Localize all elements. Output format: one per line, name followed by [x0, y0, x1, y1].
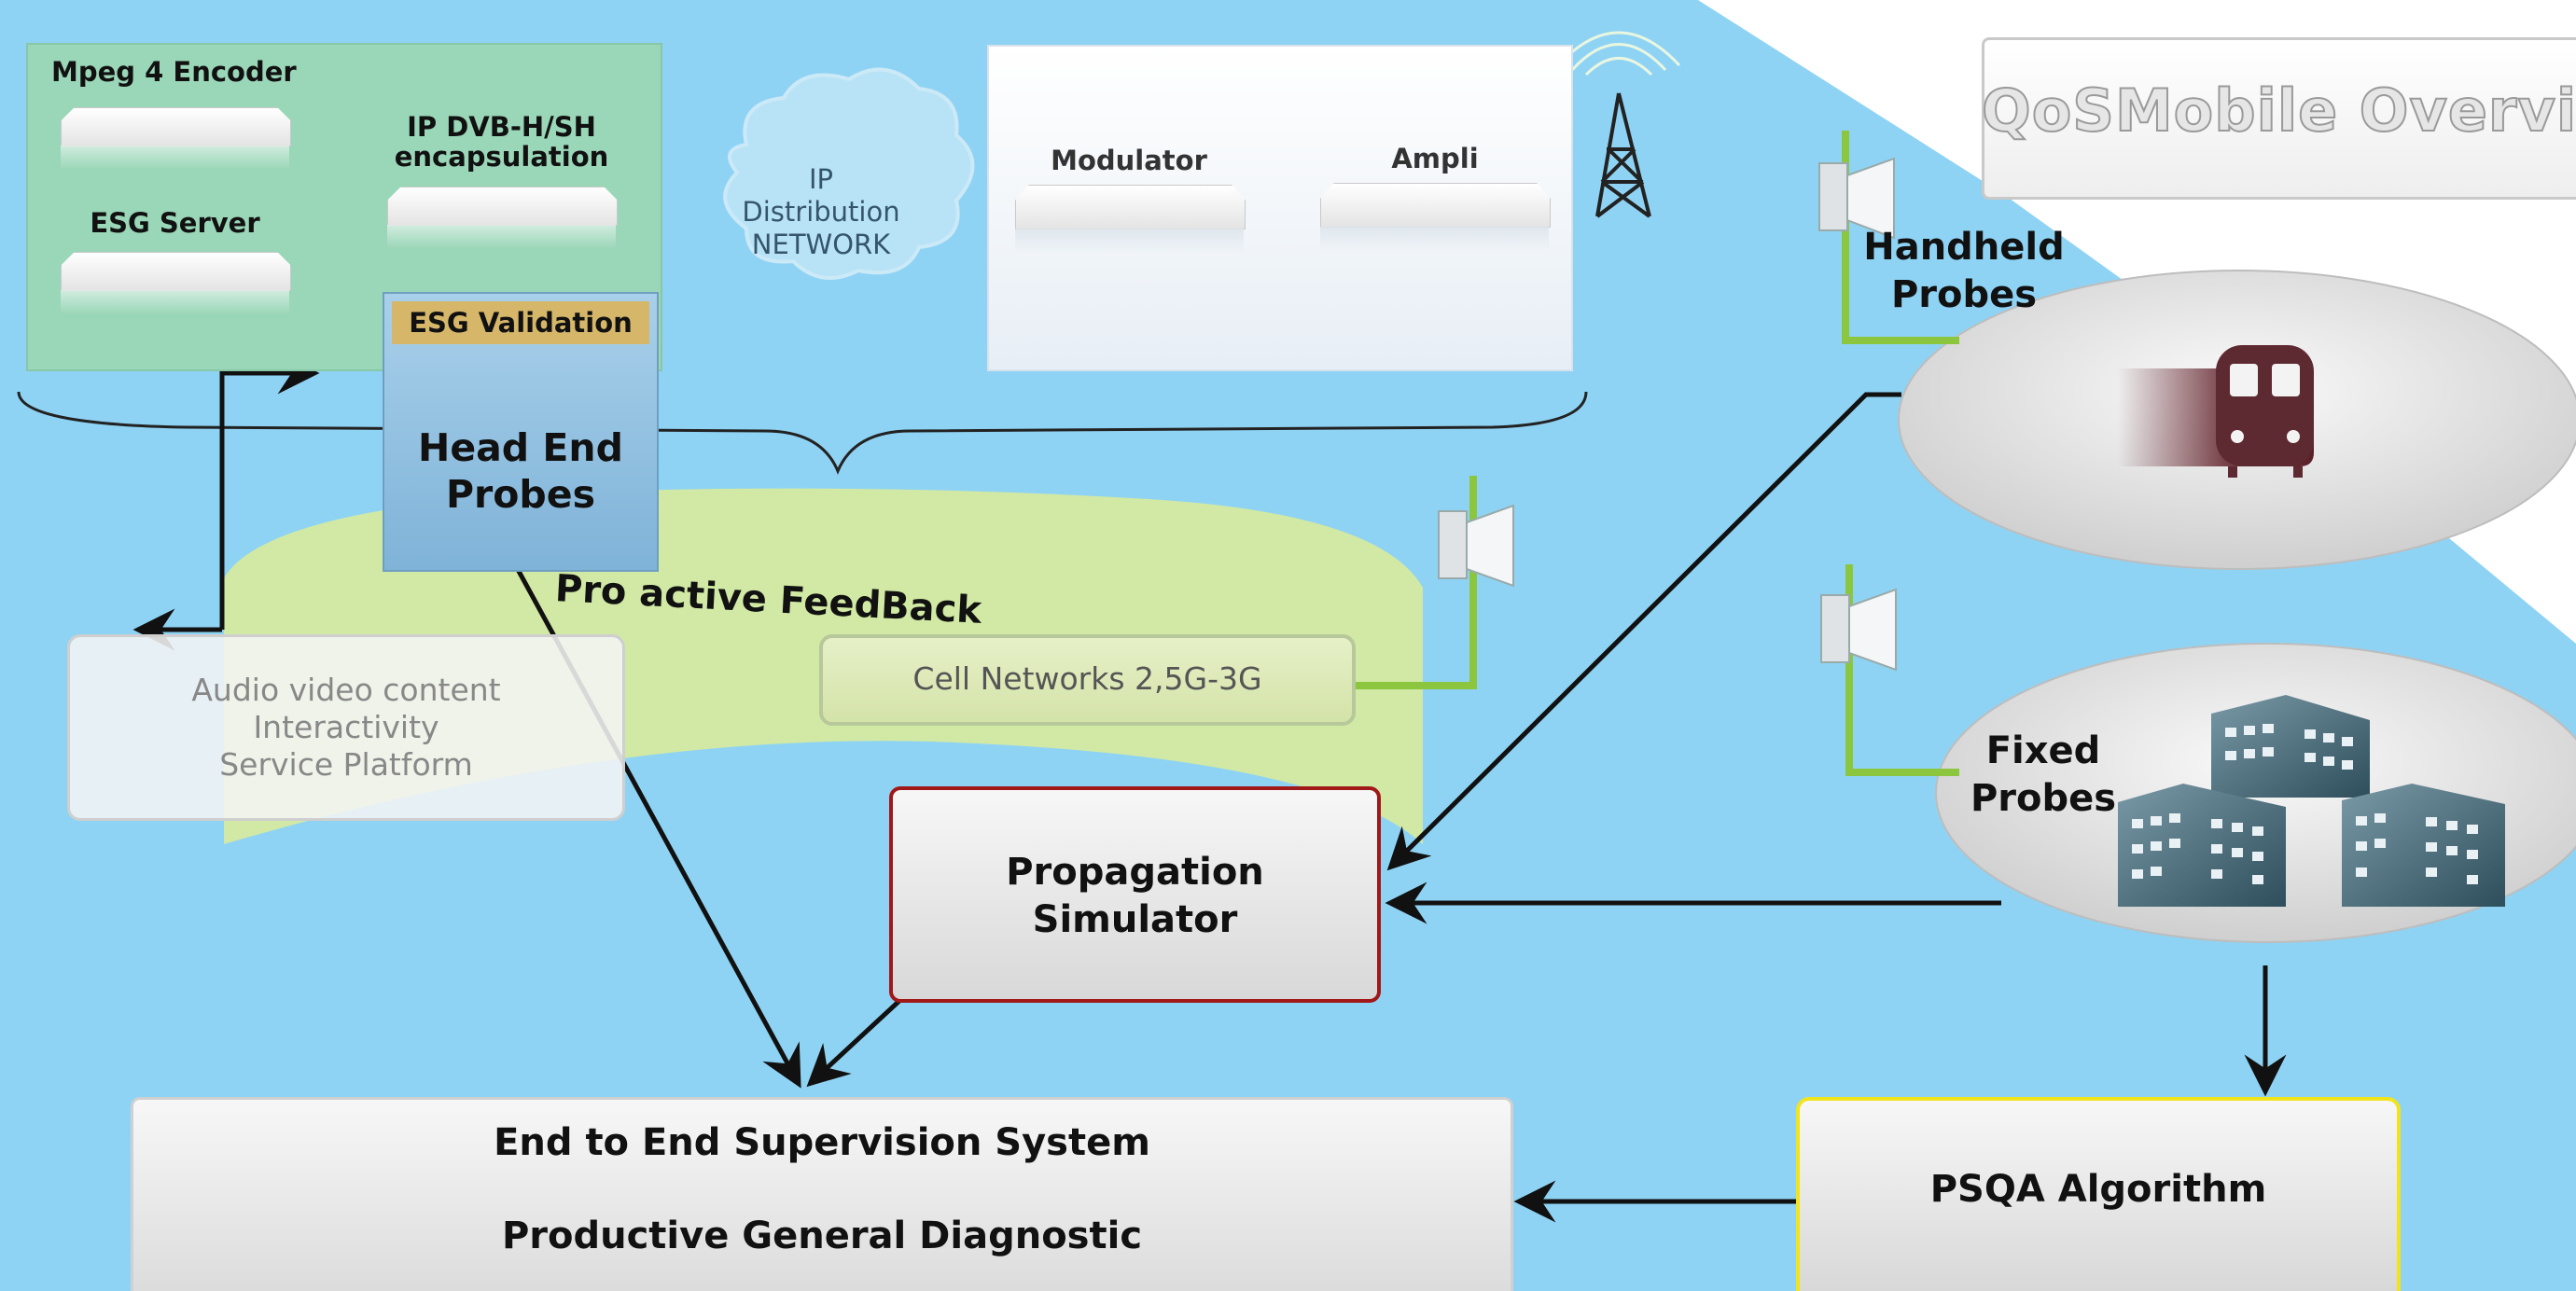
modulator-device — [1015, 185, 1246, 229]
ip-dvb-encapsulation-reflection — [387, 225, 616, 249]
cell-networks-label: Cell Networks 2,5G-3G — [912, 660, 1262, 697]
esg-server-device — [61, 252, 291, 291]
cell-networks-box — [819, 634, 1356, 726]
psqa-algorithm-box — [1796, 1097, 2401, 1291]
modulator-reflection — [1015, 229, 1244, 253]
mpeg-encoder-label: Mpeg 4 Encoder — [51, 56, 297, 88]
fixed-probes-line2: Probes — [1970, 777, 2117, 820]
esg-server-reflection — [61, 290, 289, 314]
fixed-probes-label: Fixed Probes — [1945, 728, 2141, 823]
head-end-probes-label: Head End Probes — [383, 424, 659, 518]
service-platform-line1: Audio video content — [191, 672, 501, 708]
psqa-algorithm-label: PSQA Algorithm — [1929, 1168, 2267, 1211]
handheld-probes-line2: Probes — [1890, 273, 2038, 316]
ip-dvb-encapsulation-label: IP DVB-H/SH encapsulation — [394, 111, 609, 173]
propagation-simulator-line1: Propagation — [1006, 851, 1264, 894]
probe-antenna-icon — [1353, 476, 1514, 689]
connector-handheld-to-propagation — [1386, 392, 1901, 871]
head-end-probes-line1: Head End — [418, 425, 623, 470]
service-platform-box — [67, 634, 625, 821]
propagation-simulator-box — [889, 786, 1381, 1003]
service-platform-label: Audio video content Interactivity Servic… — [67, 672, 625, 784]
connector-propagation-to-supervision — [806, 998, 902, 1088]
supervision-system-box — [131, 1097, 1513, 1291]
esg-validation-badge — [392, 301, 649, 344]
esg-validation-label: ESG Validation — [409, 307, 633, 339]
service-platform-line2: Interactivity — [253, 709, 439, 745]
service-platform-line3: Service Platform — [219, 746, 473, 783]
ip-distribution-label: IP Distribution NETWORK — [709, 163, 933, 261]
probe-antenna-icon — [1818, 131, 1959, 344]
antenna-tower-icon — [1556, 31, 1681, 218]
ip-distribution-line3: NETWORK — [751, 229, 891, 260]
ampli-reflection — [1320, 227, 1549, 251]
handheld-probes-line1: Handheld — [1863, 226, 2065, 269]
ip-distribution-line1: IP — [808, 163, 834, 195]
propagation-simulator-line2: Simulator — [1032, 898, 1238, 941]
handheld-probes-label: Handheld Probes — [1852, 224, 2076, 319]
headend-brace — [17, 391, 1588, 475]
ip-distribution-line2: Distribution — [742, 196, 900, 228]
train-icon — [2118, 345, 2314, 478]
head-end-probes-line2: Probes — [446, 472, 595, 517]
fixed-probes-line1: Fixed — [1985, 729, 2101, 772]
cloud-icon — [723, 67, 975, 280]
propagation-simulator-label: Propagation Simulator — [889, 849, 1381, 944]
ampli-label: Ampli — [1391, 143, 1479, 174]
esg-server-label: ESG Server — [90, 207, 260, 239]
modulator-label: Modulator — [1051, 145, 1207, 176]
title-box — [1982, 37, 2576, 200]
supervision-system-line2: Productive General Diagnostic — [501, 1215, 1143, 1257]
ip-dvb-encapsulation-device — [387, 187, 618, 226]
supervision-system-line1: End to End Supervision System — [494, 1121, 1150, 1164]
probe-antenna-icon — [1820, 564, 1959, 776]
ampli-device — [1320, 183, 1551, 228]
buildings-icon — [2118, 695, 2505, 907]
page-title: QoSMobile Overview — [1981, 76, 2576, 146]
connector-headend-loop — [219, 352, 320, 630]
mpeg-encoder-device — [61, 107, 291, 146]
mpeg-encoder-reflection — [61, 146, 289, 170]
